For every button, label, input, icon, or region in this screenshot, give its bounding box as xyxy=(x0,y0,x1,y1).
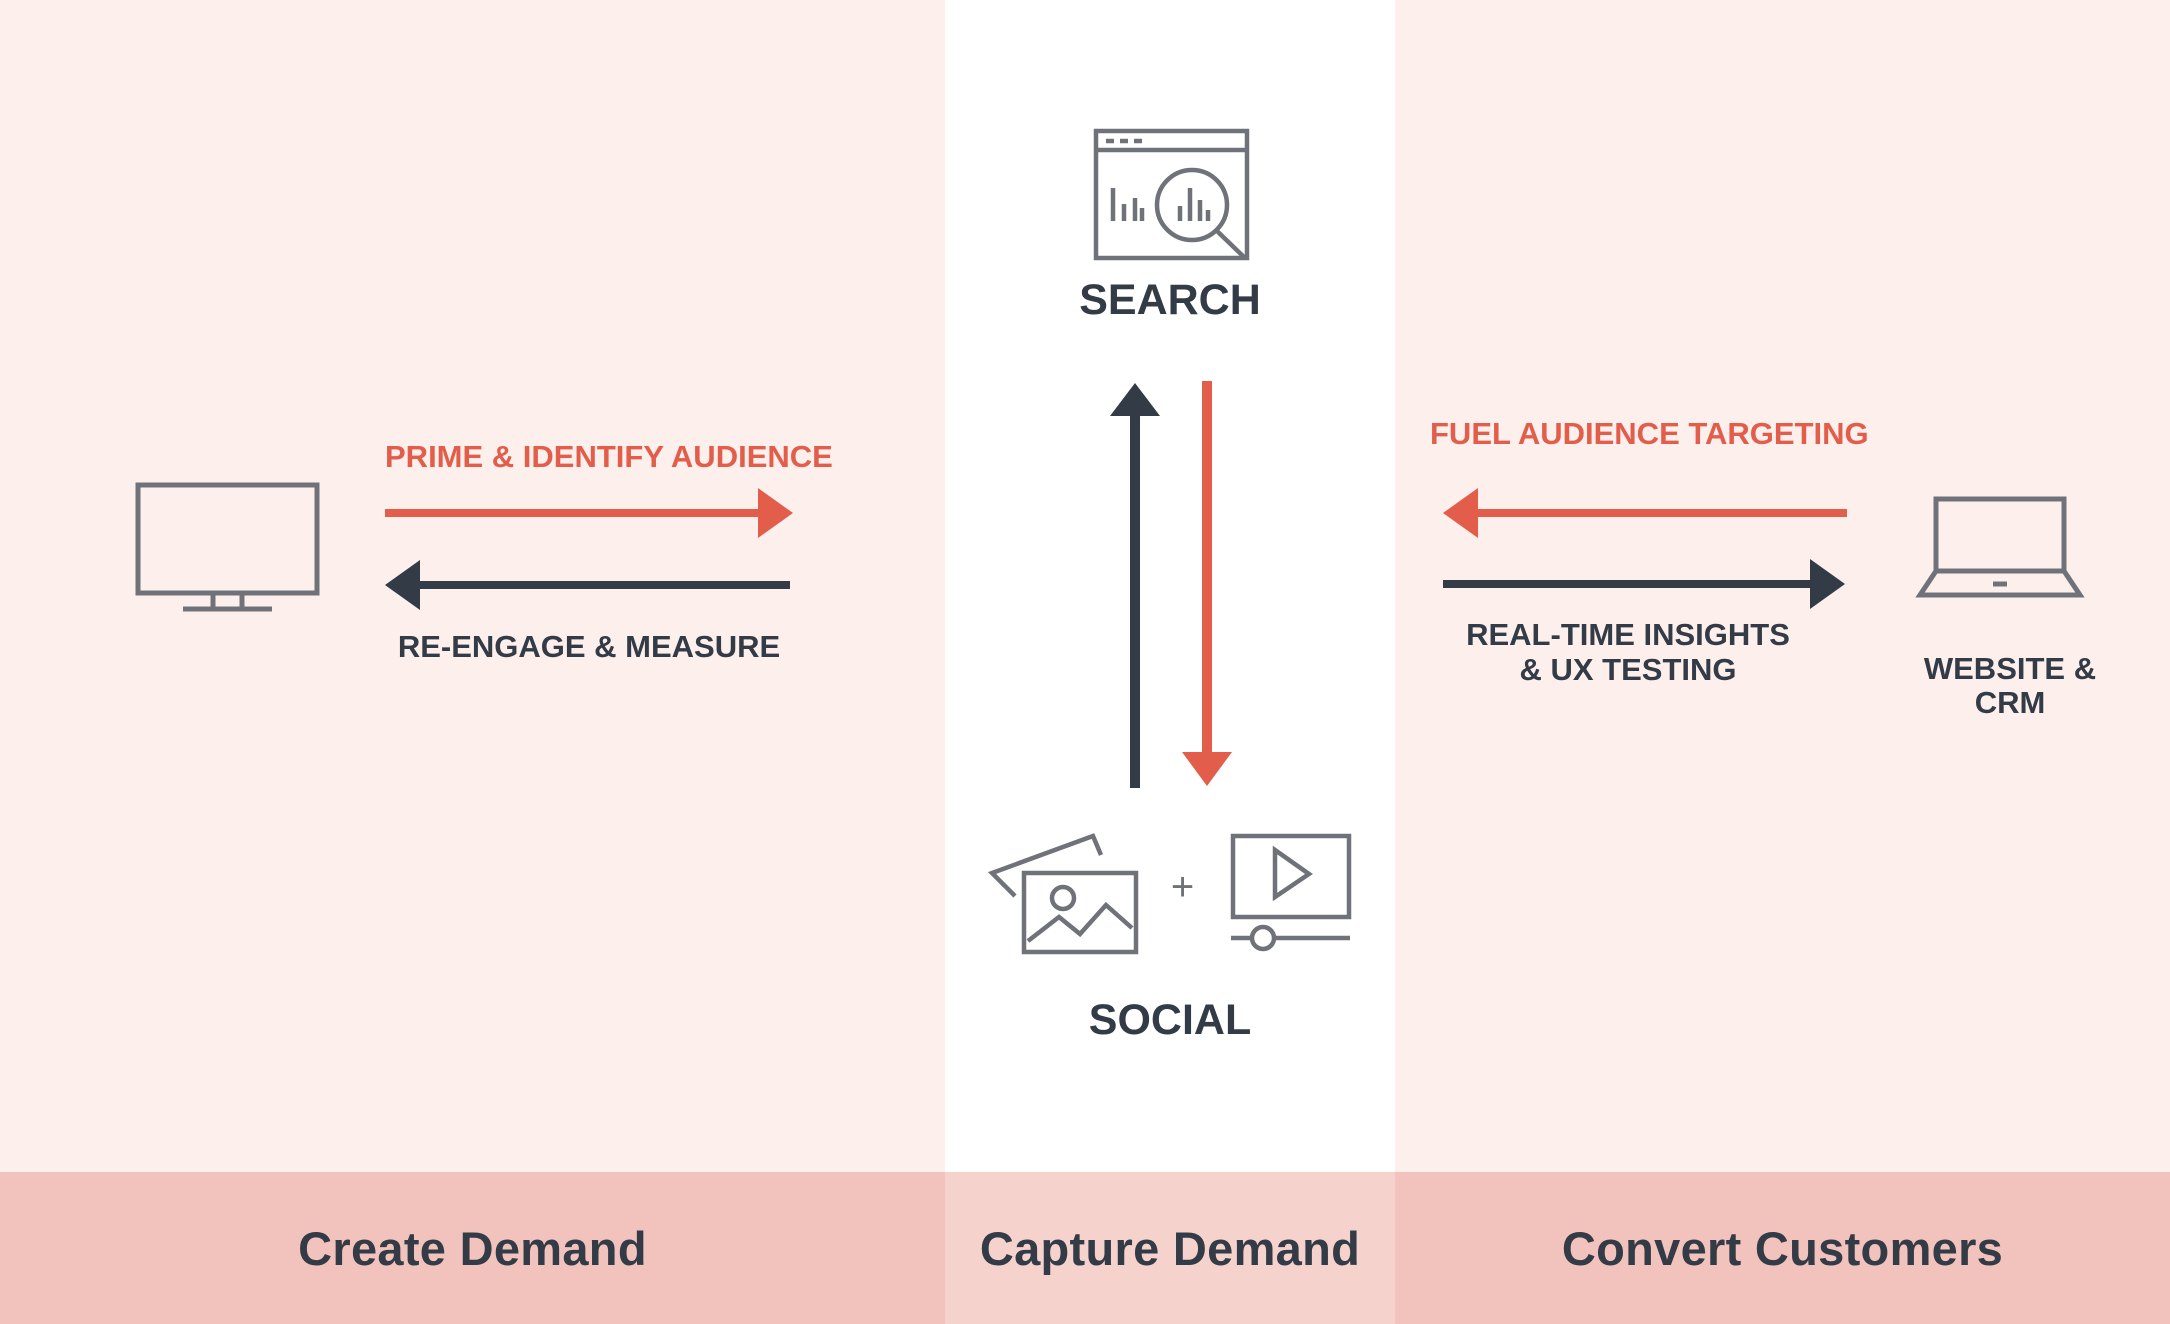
convert-customers-title: Convert Customers xyxy=(1561,1221,2004,1275)
create-demand-footer: Create Demand xyxy=(0,1172,945,1324)
prime-identify-arrow xyxy=(385,488,793,538)
ux-testing-label: & UX TESTING xyxy=(1519,652,1737,687)
capture-demand-panel xyxy=(945,0,1395,1172)
create-demand-title: Create Demand xyxy=(298,1221,647,1275)
re-engage-label: RE-ENGAGE & MEASURE xyxy=(397,629,781,664)
video-player-icon xyxy=(1230,833,1352,952)
plus-icon: + xyxy=(1170,865,1195,909)
search-analytics-icon xyxy=(1093,128,1250,261)
real-time-insights-label: REAL-TIME INSIGHTS xyxy=(1466,617,1790,652)
capture-demand-title: Capture Demand xyxy=(979,1221,1361,1275)
website-crm-label-line2: CRM xyxy=(1974,685,2046,720)
capture-demand-footer: Capture Demand xyxy=(945,1172,1395,1324)
fuel-audience-label: FUEL AUDIENCE TARGETING xyxy=(1430,416,1869,451)
laptop-icon xyxy=(1915,496,2085,598)
search-to-social-arrow xyxy=(1182,381,1232,786)
search-label: SEARCH xyxy=(1079,276,1261,324)
convert-customers-footer: Convert Customers xyxy=(1395,1172,2170,1324)
social-label: SOCIAL xyxy=(1088,996,1252,1044)
social-to-search-arrow xyxy=(1110,383,1160,788)
monitor-icon xyxy=(135,482,320,612)
website-crm-label-line1: WEBSITE & xyxy=(1923,651,2097,686)
re-engage-arrow xyxy=(385,560,790,610)
prime-identify-label: PRIME & IDENTIFY AUDIENCE xyxy=(385,439,833,474)
insights-arrow xyxy=(1443,559,1845,609)
fuel-audience-arrow xyxy=(1443,488,1847,538)
photos-icon xyxy=(987,833,1139,955)
